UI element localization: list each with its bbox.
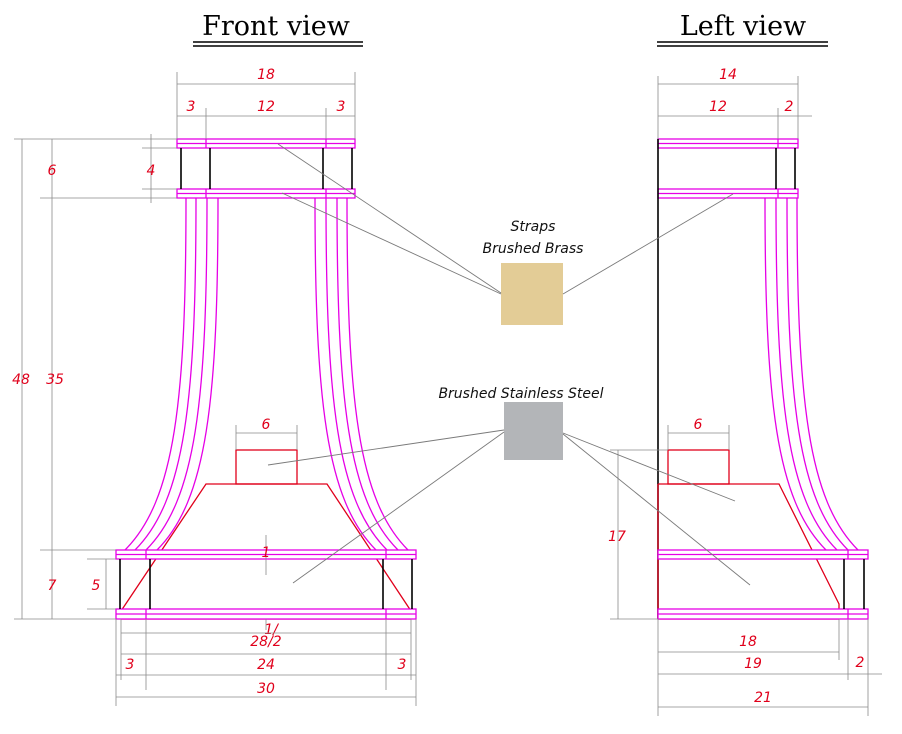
front-view-title: Front view xyxy=(202,11,350,42)
leader-brass-2 xyxy=(281,192,502,295)
front-dim-bottom-band: 7 xyxy=(48,578,57,594)
front-dim-bot-left: 3 xyxy=(126,657,135,673)
material-callouts: Straps Brushed Brass Brushed Stainless S… xyxy=(267,143,751,586)
left-strap-4 xyxy=(796,197,859,551)
front-dim-bot-right: 3 xyxy=(398,657,407,673)
left-dim-top-right: 2 xyxy=(785,99,794,115)
front-center-mark: 1 xyxy=(262,545,271,561)
front-dim-top-right: 3 xyxy=(337,99,346,115)
left-dim-top-width: 14 xyxy=(719,67,737,83)
straps-label: Straps xyxy=(511,219,556,235)
left-dim-hood-height: 17 xyxy=(608,529,626,545)
left-view-title: Left view xyxy=(680,11,806,42)
front-dim-band-inner: 4 xyxy=(147,163,156,179)
front-dim-top-width: 18 xyxy=(257,67,275,83)
front-hood-body xyxy=(120,483,412,612)
front-dim-bot-mid: 24 xyxy=(257,657,275,673)
front-dim-bottom-inner: 5 xyxy=(92,578,101,594)
leader-steel-1 xyxy=(267,429,505,466)
front-dimensions: 18 3 12 3 48 6 35 7 4 5 6 1 xyxy=(12,67,417,706)
leader-brass-3 xyxy=(562,193,734,295)
left-dim-21: 21 xyxy=(754,690,772,706)
steel-label: Brushed Stainless Steel xyxy=(438,386,603,402)
front-center-mark2: 1/ xyxy=(264,622,279,638)
front-dim-band-outer: 6 xyxy=(48,163,57,179)
front-dim-top-mid: 12 xyxy=(257,99,275,115)
left-dim-19: 19 xyxy=(744,656,762,672)
left-strap-3 xyxy=(786,197,849,551)
front-dim-top-left: 3 xyxy=(187,99,196,115)
front-strap-l4 xyxy=(156,197,219,551)
left-chimney-stub xyxy=(667,449,730,485)
left-view xyxy=(657,138,869,620)
front-strap-r2 xyxy=(325,197,388,551)
leader-steel-2 xyxy=(292,431,505,584)
front-strap-l3 xyxy=(145,197,208,551)
front-dim-hood-width: 6 xyxy=(262,417,271,433)
front-chimney-stub xyxy=(235,449,298,485)
front-strap-l1 xyxy=(124,197,187,551)
front-strap-r3 xyxy=(336,197,399,551)
leader-steel-4 xyxy=(562,433,751,586)
brushed-steel-swatch xyxy=(504,402,563,460)
leader-steel-3 xyxy=(562,432,736,502)
left-dim-hood-width: 6 xyxy=(694,417,703,433)
left-dim-18: 18 xyxy=(739,634,757,650)
front-dim-bot-total: 30 xyxy=(257,681,275,697)
front-dim-body-height: 35 xyxy=(46,372,64,388)
front-strap-l2 xyxy=(134,197,197,551)
front-width-half: 28/2 xyxy=(250,634,282,650)
front-dim-total-height: 48 xyxy=(12,372,30,388)
left-dim-2: 2 xyxy=(856,655,865,671)
left-dim-top-mid: 12 xyxy=(709,99,727,115)
straps-finish-label: Brushed Brass xyxy=(483,241,584,257)
left-strap-2 xyxy=(775,197,838,551)
left-strap-1 xyxy=(764,197,827,551)
front-strap-r1 xyxy=(314,197,377,551)
leader-brass-1 xyxy=(277,143,502,294)
left-dimensions: 14 12 2 6 17 18 19 2 21 xyxy=(608,67,882,716)
front-strap-r4 xyxy=(346,197,409,551)
brushed-brass-swatch xyxy=(501,263,563,325)
